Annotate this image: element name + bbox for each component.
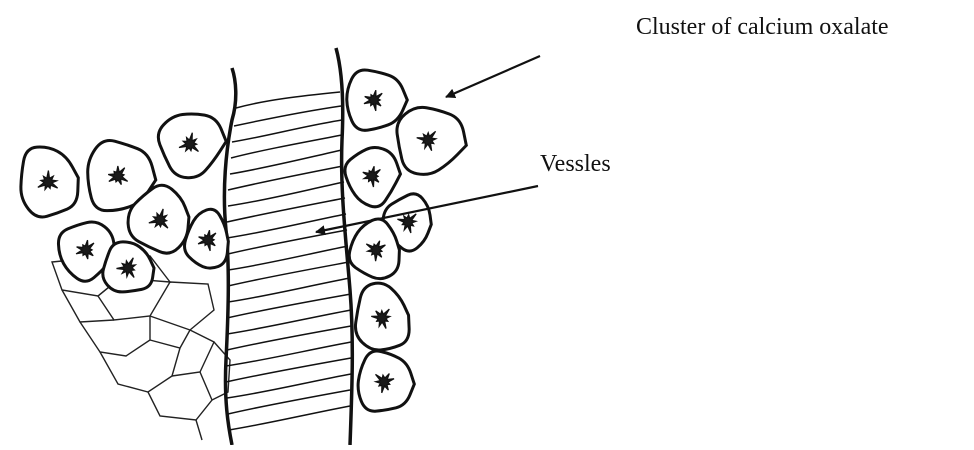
cluster-pointer-arrow: [446, 56, 540, 97]
oxalate-cell: [343, 146, 402, 209]
cluster-label: Cluster of calcium oxalate: [636, 14, 889, 41]
crystal-cells: [15, 70, 471, 414]
oxalate-cell: [349, 219, 399, 279]
oxalate-cell: [356, 350, 416, 414]
oxalate-cell: [15, 142, 83, 220]
vessles-label: Vessles: [540, 151, 611, 178]
oxalate-cell: [351, 280, 412, 352]
oxalate-cell: [103, 242, 154, 292]
vessel-striations: [226, 92, 351, 430]
oxalate-cell: [391, 104, 471, 180]
vessel-strand: [224, 48, 352, 445]
oxalate-cell: [157, 112, 229, 180]
